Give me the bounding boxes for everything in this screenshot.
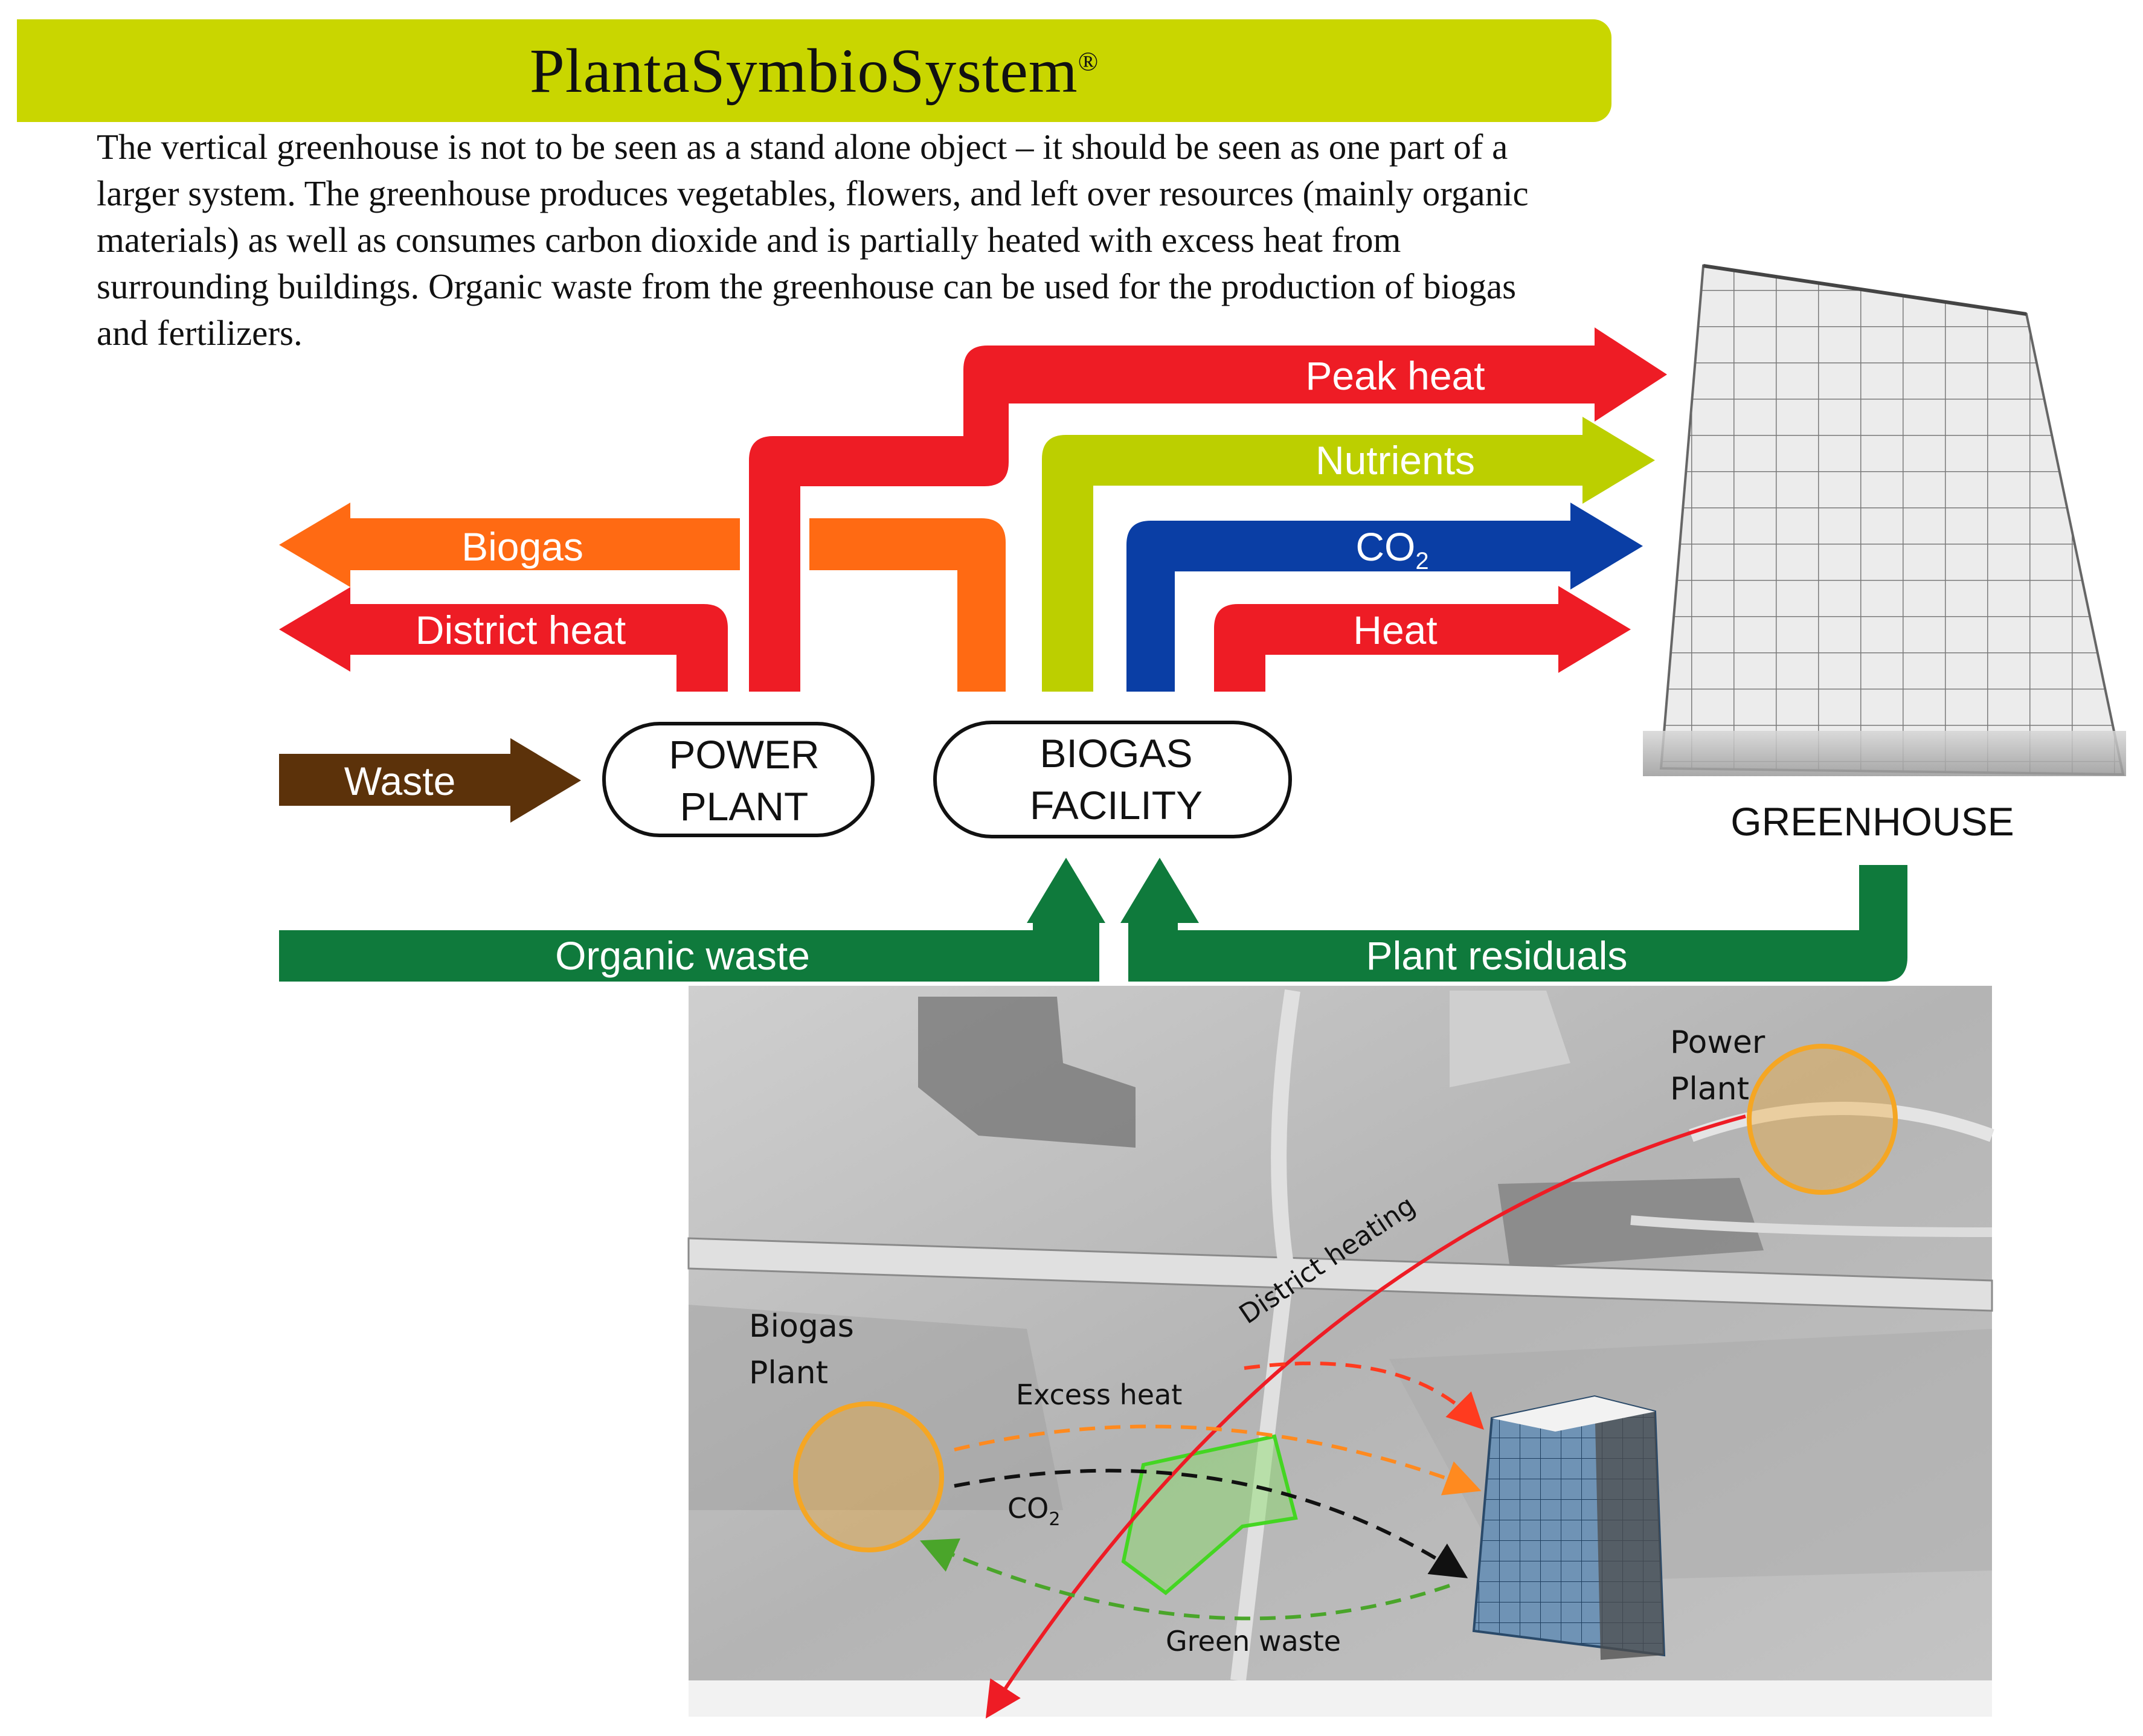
map-excess-heat-label: Excess heat: [1016, 1378, 1182, 1411]
plant-residuals-label: Plant residuals: [1366, 933, 1628, 978]
peak-heat-label: Peak heat: [1305, 353, 1485, 398]
biogas-label: Biogas: [461, 524, 583, 569]
intro-paragraph: The vertical greenhouse is not to be see…: [97, 127, 1529, 353]
nutrients-label: Nutrients: [1316, 438, 1475, 483]
site-map: [687, 986, 1994, 1719]
map-co2-label: CO2: [1007, 1492, 1060, 1530]
map-biogas-plant-line2: Plant: [749, 1355, 828, 1391]
waste-label: Waste: [344, 759, 456, 803]
map-co2-main: CO: [1007, 1492, 1049, 1525]
organic-waste-label: Organic waste: [555, 933, 810, 978]
co2-label-sub: 2: [1415, 548, 1428, 574]
biogas-arrow-stub: [809, 518, 1006, 692]
power-plant-line1: POWER: [669, 732, 819, 777]
map-biogas-plant-line1: Biogas: [749, 1308, 854, 1345]
map-co2-sub: 2: [1049, 1509, 1060, 1530]
biogas-arrow: [279, 503, 740, 587]
title-text: PlantaSymbioSystem: [529, 36, 1078, 106]
district-heat-arrow: [279, 587, 728, 692]
map-power-plant-line2: Plant: [1670, 1071, 1749, 1107]
title-banner: PlantaSymbioSystem®: [17, 19, 1611, 122]
map-power-plant-line1: Power: [1670, 1024, 1765, 1061]
greenhouse-illustration: [1643, 264, 2126, 776]
heat-arrow: [1214, 586, 1631, 692]
organic-waste-arrow: [279, 858, 1105, 982]
biogas-facility-node: [933, 721, 1292, 838]
waste-arrow: [279, 738, 581, 823]
page-title: PlantaSymbioSystem®: [530, 35, 1099, 107]
biogas-facility-line1: BIOGAS: [1039, 731, 1192, 776]
power-plant-line2: PLANT: [680, 784, 809, 829]
co2-arrow: [1126, 503, 1643, 692]
district-heat-label: District heat: [416, 608, 626, 652]
heat-label: Heat: [1353, 608, 1437, 652]
map-green-waste-label: Green waste: [1166, 1625, 1341, 1657]
peak-heat-arrow: [749, 327, 1667, 692]
co2-label: CO2: [1355, 524, 1428, 574]
power-plant-node: [602, 722, 875, 837]
registered-mark: ®: [1078, 46, 1099, 76]
greenhouse-label: GREENHOUSE: [1730, 799, 2014, 844]
biogas-facility-line2: FACILITY: [1030, 783, 1203, 828]
co2-label-main: CO: [1355, 524, 1415, 569]
plant-residuals-arrow: [1120, 858, 1907, 982]
nutrients-arrow: [1042, 417, 1655, 692]
